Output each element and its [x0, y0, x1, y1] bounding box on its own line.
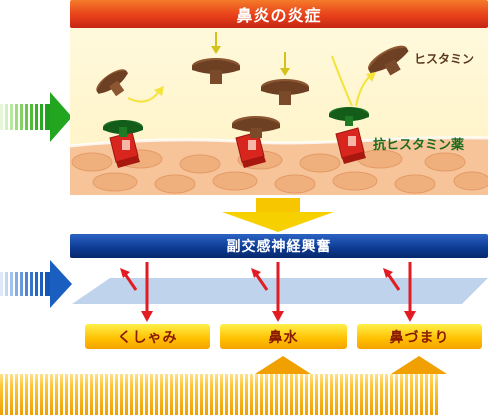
histamine-label: ヒスタミン	[414, 52, 475, 66]
receptor-1	[109, 131, 140, 168]
title-text: 鼻炎の炎症	[236, 6, 322, 25]
receptor-3	[335, 127, 366, 164]
histamine-2	[192, 58, 240, 84]
red-arrow-1	[141, 262, 153, 322]
histamine-4	[261, 79, 309, 105]
small-arrow-2	[251, 268, 269, 291]
symptom-label: くしゃみ	[117, 329, 178, 346]
antihistamine-1	[103, 120, 143, 137]
red-arrow-2	[272, 262, 284, 322]
nerve-bar: 副交感神経興奮	[70, 234, 488, 258]
symptom-sneezing: くしゃみ	[85, 324, 210, 349]
small-arrow-3	[383, 268, 401, 291]
histamine-3	[232, 116, 280, 138]
histamine-5	[368, 45, 409, 76]
up-arrow-2	[391, 356, 447, 415]
nerve-plane	[72, 262, 488, 322]
symptom-label: 鼻水	[268, 329, 299, 346]
tissue-illustration	[70, 32, 488, 195]
nerve-input-arrow	[0, 260, 72, 308]
inflammation-input-arrow	[0, 92, 72, 142]
histamine-1	[96, 69, 129, 97]
small-arrow-1	[120, 268, 138, 291]
symptom-nasal-congestion: 鼻づまり	[357, 324, 482, 349]
symptom-label: 鼻づまり	[389, 329, 450, 346]
nerve-label: 副交感神経興奮	[226, 239, 332, 255]
antihistamine-label: 抗ヒスタミン薬	[373, 138, 465, 153]
red-arrow-3	[404, 262, 416, 322]
title-bar: 鼻炎の炎症	[70, 0, 488, 28]
inflammation-scene: ヒスタミン 抗ヒスタミン薬	[70, 28, 488, 195]
receptor-2	[235, 131, 266, 168]
antihistamine-2	[329, 107, 369, 126]
down-arrow	[222, 198, 334, 232]
bottom-field	[0, 356, 447, 415]
symptom-runny-nose: 鼻水	[220, 324, 347, 349]
up-arrow-1	[255, 356, 311, 415]
